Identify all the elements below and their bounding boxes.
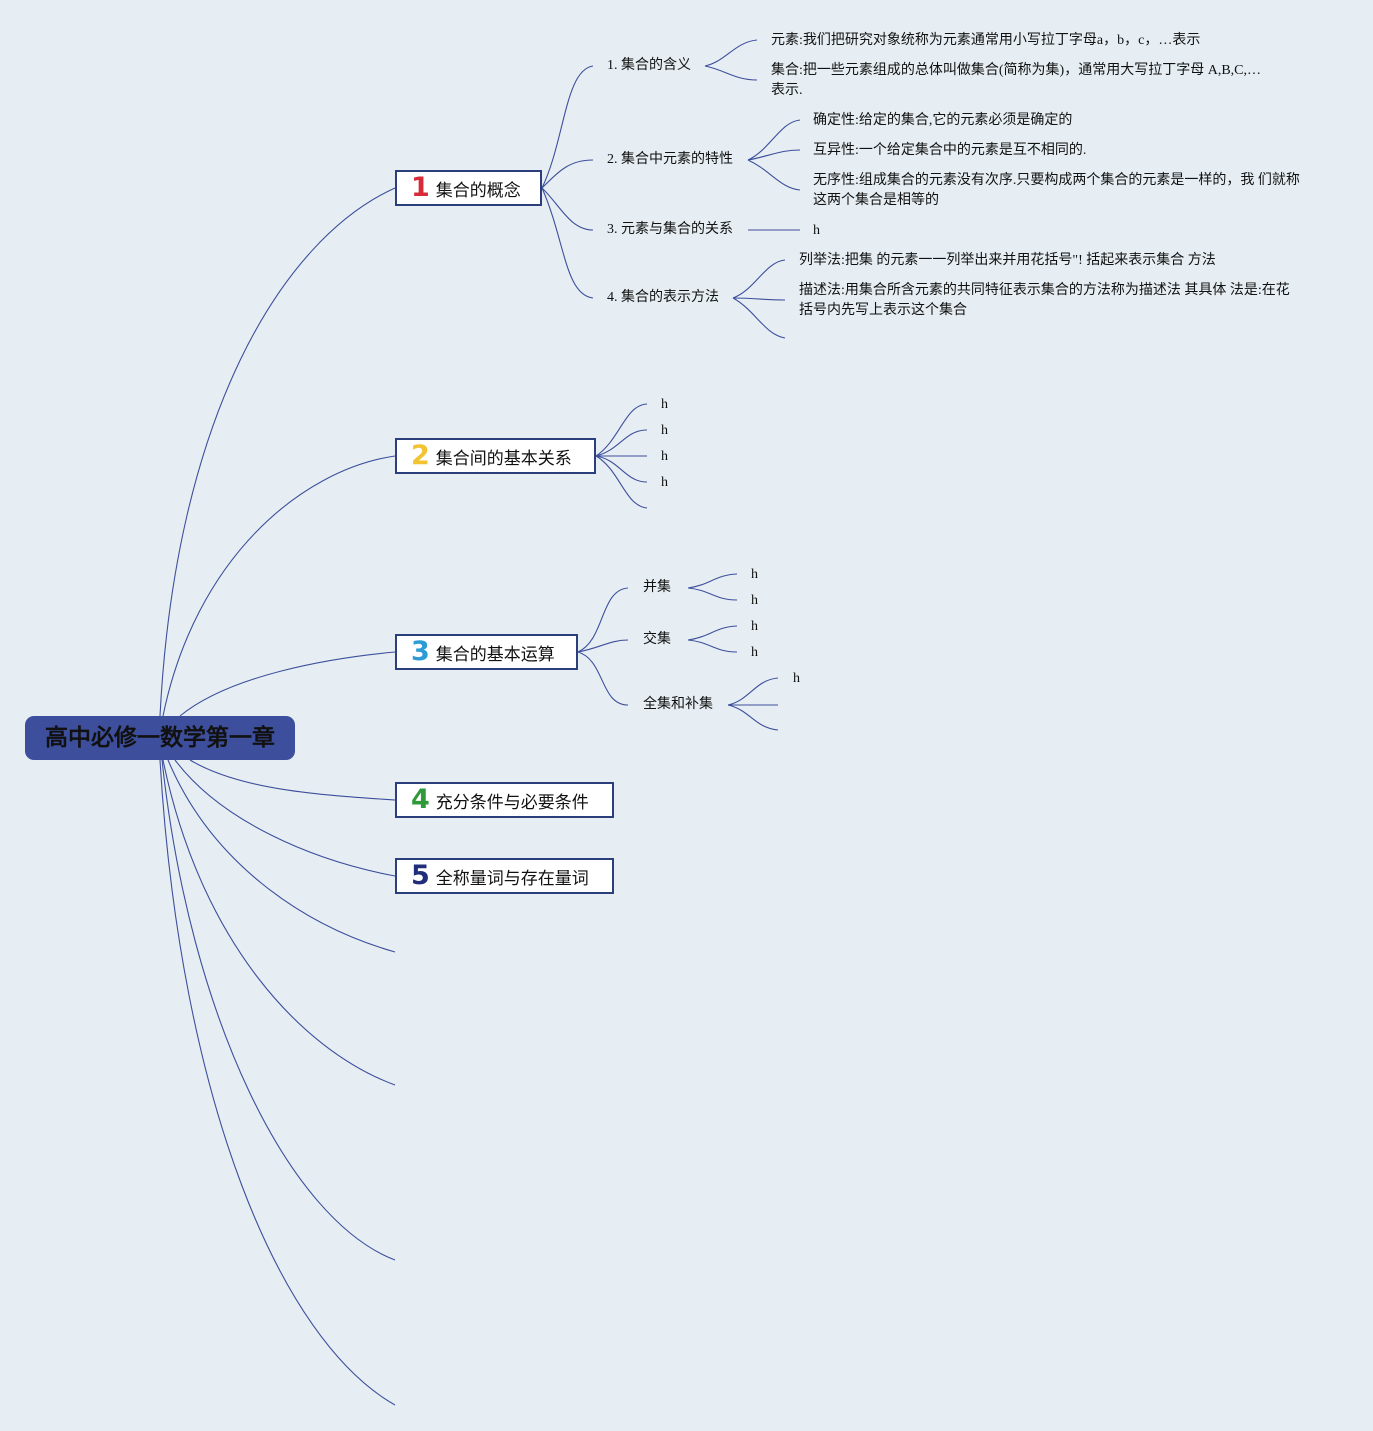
topic-number-5: 5 (411, 860, 430, 891)
link-root-empty4 (159, 759, 396, 1406)
link-root-topic2 (162, 455, 396, 717)
node-union-item[interactable]: h (751, 567, 758, 582)
link-root-empty3 (161, 759, 396, 1261)
topic-label: 集合的概念 (435, 180, 521, 201)
node-set-def[interactable]: 集合:把一些元素组成的总体叫做集合(简称为集)，通常用大写拉丁字母 A,B,C,… (771, 63, 1261, 98)
subtopic-complement[interactable]: 全集和补集 (643, 697, 713, 712)
topic-set-operations[interactable]: 3 集合的基本运算 (395, 634, 578, 670)
node-distinctness[interactable]: 互异性:一个给定集合中的元素是互不相同的. (813, 143, 1087, 158)
topic-label: 集合间的基本关系 (435, 448, 572, 469)
node-relation-h[interactable]: h (813, 223, 820, 238)
node-unorderedness[interactable]: 无序性:组成集合的元素没有次序.只要构成两个集合的元素是一样的，我 们就称这两个… (813, 173, 1300, 208)
link-root-empty1 (167, 759, 396, 953)
node-complement-item[interactable]: h (793, 671, 800, 686)
node-definiteness[interactable]: 确定性:给定的集合,它的元素必须是确定的 (813, 113, 1073, 128)
link-root-topic1 (159, 187, 396, 717)
subtopic-union[interactable]: 并集 (643, 580, 671, 595)
topic-label: 集合的基本运算 (435, 644, 555, 665)
subtopic-meaning[interactable]: 1. 集合的含义 (607, 58, 691, 73)
subtopic-relation[interactable]: 3. 元素与集合的关系 (607, 222, 733, 237)
subtopic-properties[interactable]: 2. 集合中元素的特性 (607, 152, 733, 167)
link-root-topic3 (179, 651, 396, 717)
topic-set-relations[interactable]: 2 集合间的基本关系 (395, 438, 596, 474)
node-relation-item[interactable]: h (661, 475, 668, 490)
node-roster-method[interactable]: 列举法:把集 的元素一一列举出来并用花括号"! 括起来表示集合 方法 (799, 253, 1216, 268)
topic-label: 充分条件与必要条件 (435, 792, 589, 813)
node-union-item[interactable]: h (751, 593, 758, 608)
node-element-def[interactable]: 元素:我们把研究对象统称为元素通常用小写拉丁字母a，b，c，…表示 (771, 33, 1201, 48)
link-root-topic4 (189, 759, 396, 801)
link-root-topic5 (174, 759, 396, 877)
topic-label: 全称量词与存在量词 (435, 868, 589, 889)
node-relation-item[interactable]: h (661, 423, 668, 438)
node-intersection-item[interactable]: h (751, 619, 758, 634)
node-description-method[interactable]: 描述法:用集合所含元素的共同特征表示集合的方法称为描述法 其具体 法是:在花括号… (799, 283, 1290, 318)
node-relation-item[interactable]: h (661, 397, 668, 412)
topic-conditions[interactable]: 4 充分条件与必要条件 (395, 782, 614, 818)
node-relation-item[interactable]: h (661, 449, 668, 464)
node-intersection-item[interactable]: h (751, 645, 758, 660)
link-root-empty2 (162, 759, 396, 1086)
topic-quantifiers[interactable]: 5 全称量词与存在量词 (395, 858, 614, 894)
topic-number-2: 2 (411, 440, 430, 471)
subtopic-representation[interactable]: 4. 集合的表示方法 (607, 290, 719, 305)
topic-number-4: 4 (411, 784, 430, 815)
topic-number-3: 3 (411, 636, 430, 667)
topic-number-1: 1 (411, 172, 430, 203)
topic-set-concept[interactable]: 1 集合的概念 (395, 170, 542, 206)
subtopic-intersection[interactable]: 交集 (643, 632, 671, 647)
root-topic[interactable]: 高中必修一数学第一章 (25, 716, 295, 760)
